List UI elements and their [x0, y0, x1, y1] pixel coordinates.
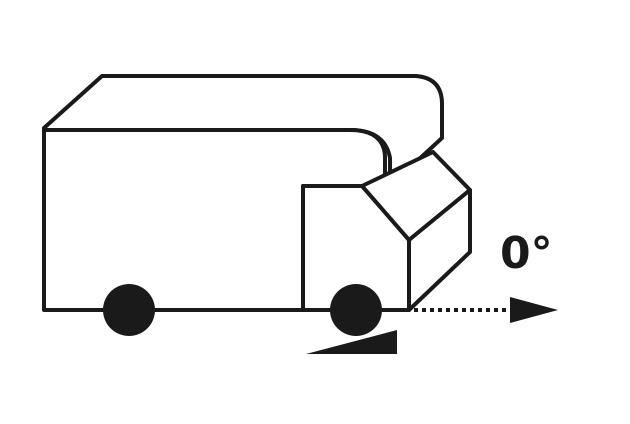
rear-wheel: [103, 284, 155, 336]
front-wheel: [330, 284, 382, 336]
camper-van-icon: [42, 74, 472, 312]
angle-label: 0°: [500, 228, 553, 279]
van-cab-front: [407, 188, 472, 312]
dotted-arrow-icon: [414, 297, 558, 323]
leveling-ramp-icon: [306, 330, 397, 354]
arrow-head: [510, 297, 558, 323]
